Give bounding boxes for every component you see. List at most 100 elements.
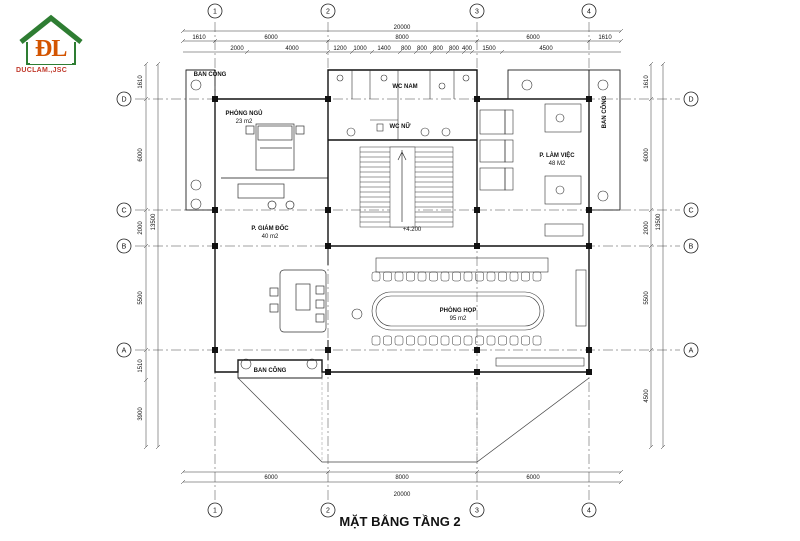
- grid-bubble-2-top: [320, 3, 336, 19]
- logo-company-name: DUCLAM.,JSC: [16, 67, 68, 74]
- label-balcony-top-right: BAN CÔNG: [600, 95, 608, 128]
- dim-top-detail: 2000: [230, 46, 244, 52]
- dim-left-span: 3900: [138, 407, 144, 421]
- grid-bubble-3-top: [469, 3, 485, 19]
- grid-label-3-bottom: 3: [475, 508, 479, 515]
- column: [325, 369, 331, 375]
- grid-label-2-top: 2: [326, 9, 330, 16]
- label-level-mark: +4.200: [403, 227, 422, 233]
- meeting-room-furniture: [371, 257, 587, 367]
- dim-right-span: 1610: [644, 75, 650, 89]
- label-work-room: P. LÀM VIỆC: [539, 151, 575, 159]
- meeting-chair: [383, 335, 392, 346]
- grid-bubble-a-right: [683, 342, 699, 358]
- meeting-chair: [463, 335, 473, 346]
- meeting-chairs-top: [371, 271, 542, 282]
- meeting-chair: [452, 335, 461, 346]
- dim-top-detail: 800: [417, 46, 428, 52]
- grid-label-4-bottom: 4: [587, 508, 591, 515]
- logo-house-icon: [19, 14, 83, 65]
- meeting-chair: [394, 335, 404, 346]
- dim-bottom-total: 20000: [394, 492, 411, 498]
- grid-bubble-1-bottom: [207, 502, 223, 518]
- column: [474, 369, 480, 375]
- grid-label-1-top: 1: [213, 9, 217, 16]
- dim-left-span: 6000: [138, 148, 144, 162]
- dim-left-span: 5500: [138, 291, 144, 305]
- column: [325, 347, 331, 353]
- grid-label-4-top: 4: [587, 9, 591, 16]
- meeting-chair: [521, 271, 530, 282]
- grid-label-b-right: B: [689, 244, 694, 251]
- wc-fixtures: [336, 70, 470, 140]
- label-director-area: 40 m2: [262, 234, 279, 240]
- column: [586, 243, 592, 249]
- meeting-chairs-bottom: [371, 335, 542, 346]
- grid-bubble-d-left: [116, 91, 132, 107]
- meeting-chair: [486, 271, 496, 282]
- column: [474, 207, 480, 213]
- column: [586, 207, 592, 213]
- dim-top-total: 20000: [394, 25, 411, 31]
- column: [586, 369, 592, 375]
- meeting-chair: [429, 335, 438, 346]
- grid-bubble-1-top: [207, 3, 223, 19]
- meeting-chair: [440, 271, 450, 282]
- dim-top-span: 6000: [264, 35, 278, 41]
- dim-top-span: 1610: [598, 35, 612, 41]
- meeting-chair: [509, 335, 519, 346]
- dim-right-total: 13500: [656, 213, 662, 230]
- meeting-chair: [509, 271, 519, 282]
- grid-label-3-top: 3: [475, 9, 479, 16]
- label-work-room-area: 48 M2: [549, 161, 566, 167]
- bedroom-furniture: [237, 123, 305, 210]
- column: [212, 96, 218, 102]
- grid-label-b-left: B: [122, 244, 127, 251]
- director-furniture: [269, 269, 327, 333]
- dim-top-detail: 800: [449, 46, 460, 52]
- grid-label-c-right: C: [688, 208, 693, 215]
- dim-right-span: 4500: [644, 389, 650, 403]
- meeting-chair: [417, 335, 427, 346]
- column: [325, 207, 331, 213]
- plants: [190, 79, 609, 370]
- grid-bubble-3-bottom: [469, 502, 485, 518]
- grid-label-1-bottom: 1: [213, 508, 217, 515]
- grid-bubble-2-bottom: [320, 502, 336, 518]
- dimension-lines: [143, 28, 666, 485]
- meeting-chair: [429, 271, 438, 282]
- column: [474, 96, 480, 102]
- dim-right-span: 2000: [644, 221, 650, 235]
- label-wc-male: WC NAM: [392, 84, 417, 90]
- dim-left-span: 1510: [138, 359, 144, 373]
- meeting-chair: [440, 335, 450, 346]
- grid-bubble-b-left: [116, 238, 132, 254]
- column: [212, 207, 218, 213]
- label-wc-female: WC NỮ: [390, 123, 411, 130]
- label-meeting-room-area: 95 m2: [450, 316, 467, 322]
- dim-right-span: 6000: [644, 148, 650, 162]
- balcony-top-left-outline: [185, 69, 216, 211]
- column: [212, 347, 218, 353]
- dim-bottom-span: 6000: [264, 475, 278, 481]
- meeting-chair: [521, 335, 530, 346]
- grid-label-c-left: C: [121, 208, 126, 215]
- balcony-top-right-outline: [588, 69, 621, 211]
- meeting-chair: [486, 335, 496, 346]
- column: [325, 243, 331, 249]
- work-room-furniture: [479, 103, 584, 237]
- meeting-chair: [463, 271, 473, 282]
- dim-top-detail: 1400: [377, 46, 391, 52]
- grid-label-d-right: D: [688, 97, 693, 104]
- grid-label-2-bottom: 2: [326, 508, 330, 515]
- meeting-chair: [475, 335, 484, 346]
- meeting-chair: [417, 271, 427, 282]
- meeting-chair: [394, 271, 404, 282]
- column: [586, 96, 592, 102]
- label-meeting-room: PHÒNG HỌP: [440, 306, 477, 314]
- plan-title: MẶT BẰNG TẦNG 2: [339, 514, 461, 529]
- dim-top-detail: 800: [401, 46, 412, 52]
- column: [474, 347, 480, 353]
